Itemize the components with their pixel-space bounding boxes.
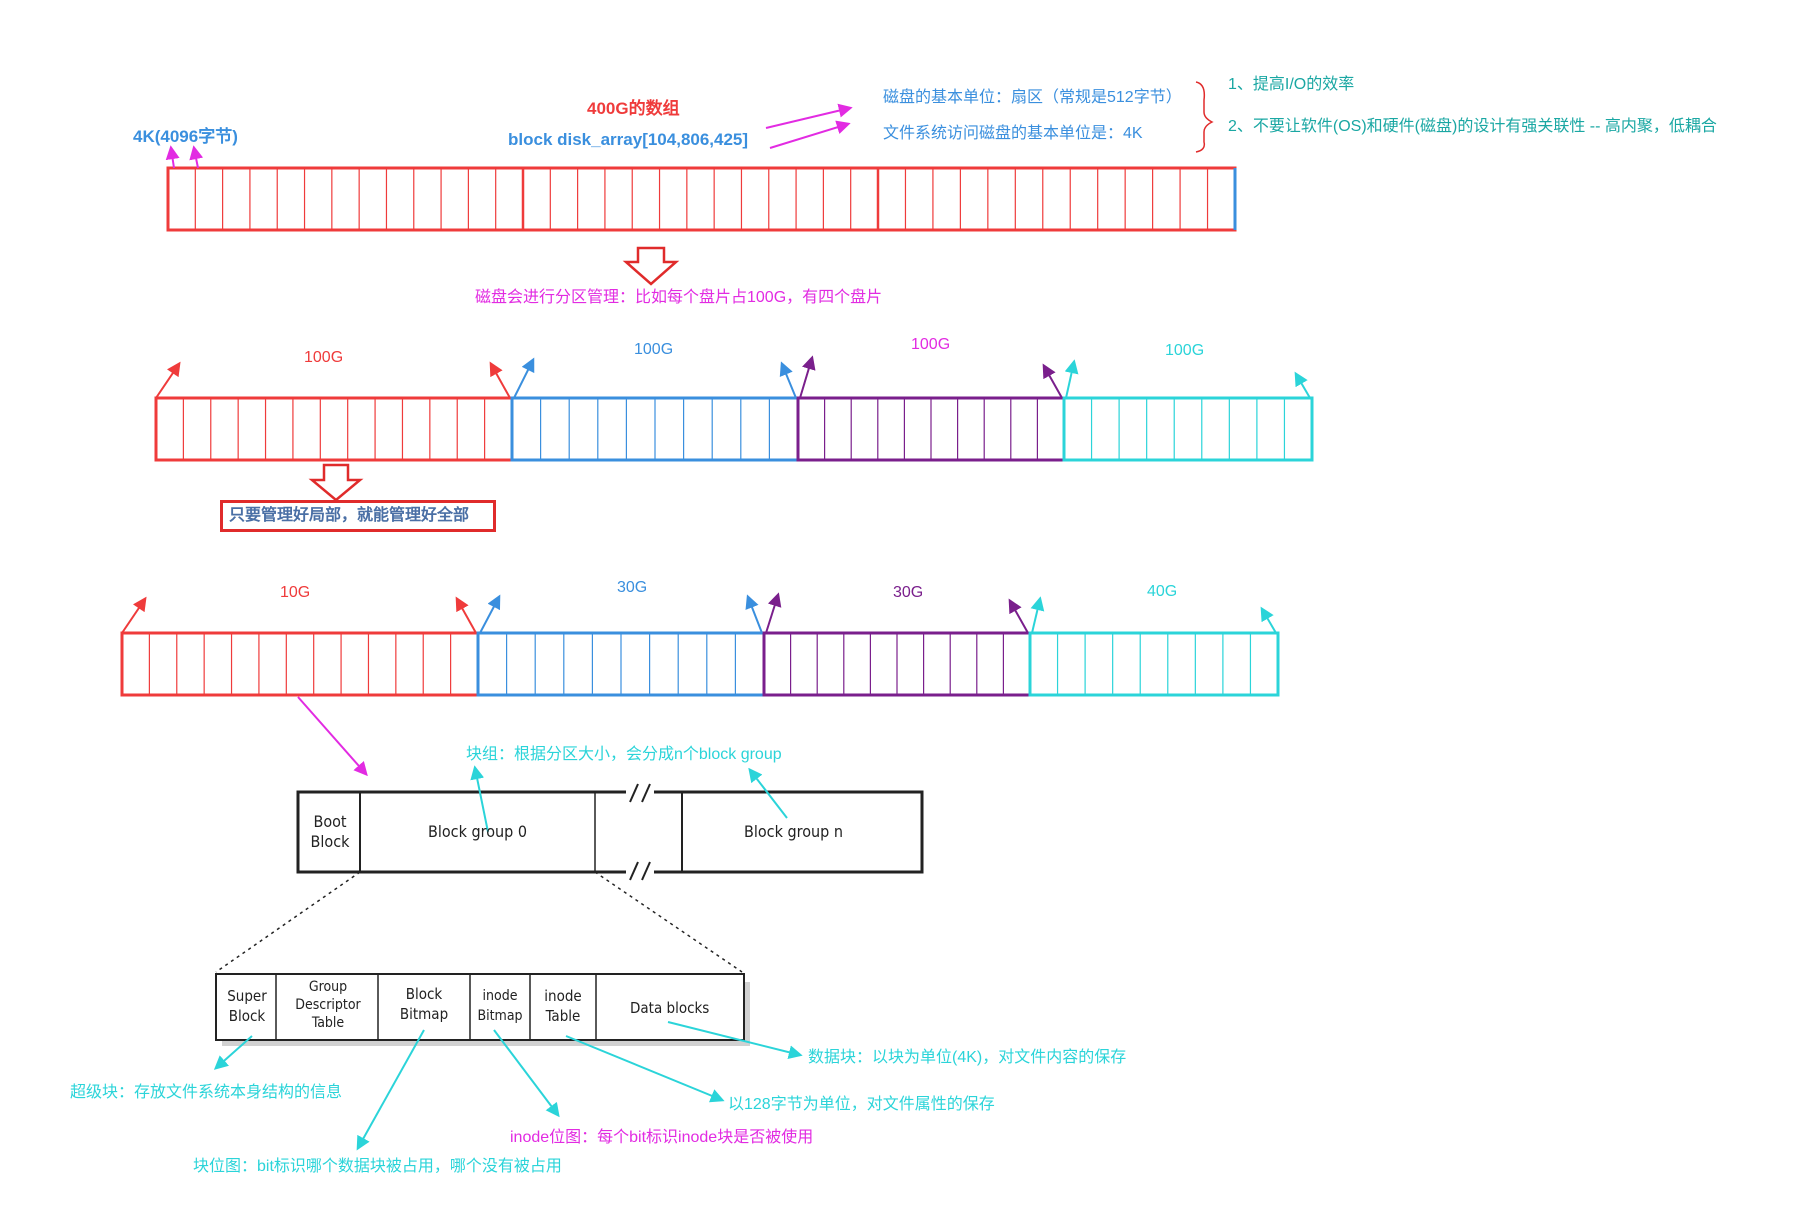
inode-bitmap-label: inode Bitmap — [477, 988, 523, 1024]
reasons-brace — [1195, 81, 1214, 153]
block-size-arrow-1 — [165, 145, 180, 169]
row2-label-3: 100G — [911, 336, 951, 353]
boot-block-label: Boot Block — [310, 812, 350, 851]
block-size-arrow-2 — [189, 145, 204, 169]
partition-bar-100g — [154, 396, 1314, 462]
row2-arrows — [155, 355, 1311, 399]
disk-array-bar — [166, 166, 1237, 232]
super-block-label: Super Block — [227, 987, 267, 1025]
partition-layout — [296, 783, 924, 881]
array-declaration: block disk_array[104,806,425] — [508, 130, 749, 149]
zoom-arrow — [297, 696, 368, 777]
inode-table-label: inode Table — [544, 987, 582, 1025]
block-bitmap-label: Block Bitmap — [399, 985, 449, 1023]
row3-label-1: 10G — [280, 584, 311, 601]
row3-arrows — [121, 592, 1277, 634]
sector-note: 磁盘的基本单位：扇区（常规是512字节） — [883, 89, 1182, 106]
block-bitmap-note: 块位图：bit标识哪个数据块被占用，哪个没有被占用 — [193, 1158, 562, 1175]
block-group-0-label: Block group 0 — [428, 822, 527, 841]
down-arrow-2 — [308, 463, 364, 502]
row2-label-1: 100G — [304, 349, 344, 366]
zoom-dotted-lines — [215, 871, 743, 973]
data-blocks-label: Data blocks — [630, 999, 710, 1017]
row3-label-3: 30G — [893, 584, 924, 601]
reason-1: 1、提高I/O的效率 — [1228, 76, 1355, 93]
local-note: 只要管理好局部，就能管理好全部 — [229, 507, 470, 524]
block-group-note: 块组：根据分区大小，会分成n个block group — [466, 746, 782, 763]
local-note-box: 只要管理好局部，就能管理好全部 — [220, 500, 496, 532]
block-group-detail — [215, 973, 750, 1046]
down-arrow-1 — [622, 246, 680, 286]
reason-2: 2、不要让软件(OS)和硬件(磁盘)的设计有强关联性 -- 高内聚，低耦合 — [1228, 118, 1717, 135]
partition-bar-sized — [120, 631, 1280, 697]
annotation-arrows — [213, 765, 803, 1151]
block-size-label: 4K(4096字节) — [133, 127, 238, 146]
block-group-n-label: Block group n — [744, 822, 843, 841]
fs-unit-note: 文件系统访问磁盘的基本单位是：4K — [883, 125, 1143, 142]
row3-label-2: 30G — [617, 579, 648, 596]
inode-table-note: 以128字节为单位，对文件属性的保存 — [728, 1096, 995, 1113]
row3-label-4: 40G — [1147, 583, 1178, 600]
super-block-note: 超级块：存放文件系统本身结构的信息 — [70, 1084, 343, 1101]
group-descriptor-label: Group Descriptor Table — [295, 979, 361, 1031]
row2-label-4: 100G — [1165, 342, 1205, 359]
row2-label-2: 100G — [634, 341, 674, 358]
inode-bitmap-note: inode位图：每个bit标识inode块是否被使用 — [510, 1129, 814, 1146]
array-title: 400G的数组 — [587, 99, 680, 118]
data-blocks-note: 数据块：以块为单位(4K)，对文件内容的保存 — [808, 1049, 1127, 1066]
partition-note: 磁盘会进行分区管理：比如每个盘片占100G，有四个盘片 — [475, 289, 883, 306]
sector-arrow — [765, 103, 853, 129]
fs-unit-arrow — [769, 120, 851, 149]
